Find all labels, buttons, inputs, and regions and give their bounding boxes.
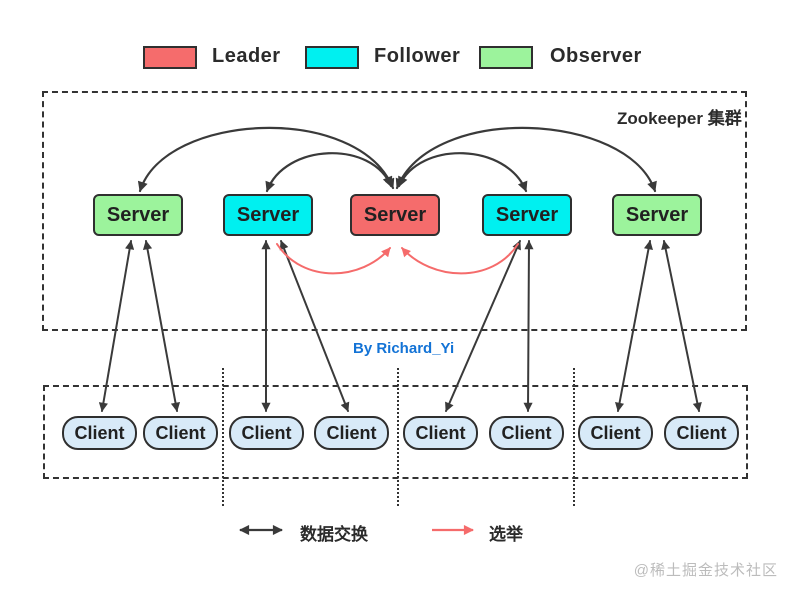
election-arrow-right [401,243,519,275]
author-credit: By Richard_Yi [353,340,455,357]
link-server5-client8 [661,240,702,412]
server-leader: Server [350,194,440,236]
link-server4-client5 [445,240,521,412]
link-server2-client4 [279,240,350,412]
client-node: Client [403,416,478,450]
legend-label-follower: Follower [374,45,461,67]
client-node: Client [62,416,137,450]
client-group-divider [222,368,224,506]
election-arrow-left [276,243,391,275]
server-observer-1: Server [93,194,183,236]
arc-server3-server4 [397,152,528,193]
legend-label-leader: Leader [212,45,281,67]
arc-server1-server3 [137,126,395,193]
client-node: Client [664,416,739,450]
link-server4-client6 [523,240,534,412]
arc-server2-server3 [265,152,393,193]
client-node: Client [229,416,304,450]
zookeeper-cluster-boundary [42,91,747,331]
legend-swatch-follower [305,46,359,69]
legend-swatch-observer [479,46,533,69]
legend-label-observer: Observer [550,45,642,67]
clients-boundary [43,385,748,479]
client-node: Client [314,416,389,450]
link-server5-client7 [615,240,653,412]
client-group-divider [397,368,399,506]
cluster-title: Zookeeper 集群 [617,109,742,128]
watermark: @稀土掘金技术社区 [633,562,778,579]
client-node: Client [578,416,653,450]
link-server1-client1 [98,240,135,412]
election-label: 选举 [489,525,523,544]
server-observer-2: Server [612,194,702,236]
legend-swatch-leader [143,46,197,69]
server-follower-2: Server [482,194,572,236]
client-group-divider [573,368,575,506]
server-follower-1: Server [223,194,313,236]
link-server1-client2 [142,240,181,412]
data-exchange-label: 数据交换 [300,525,368,544]
arc-server3-server5 [395,126,657,193]
client-node: Client [489,416,564,450]
client-node: Client [143,416,218,450]
